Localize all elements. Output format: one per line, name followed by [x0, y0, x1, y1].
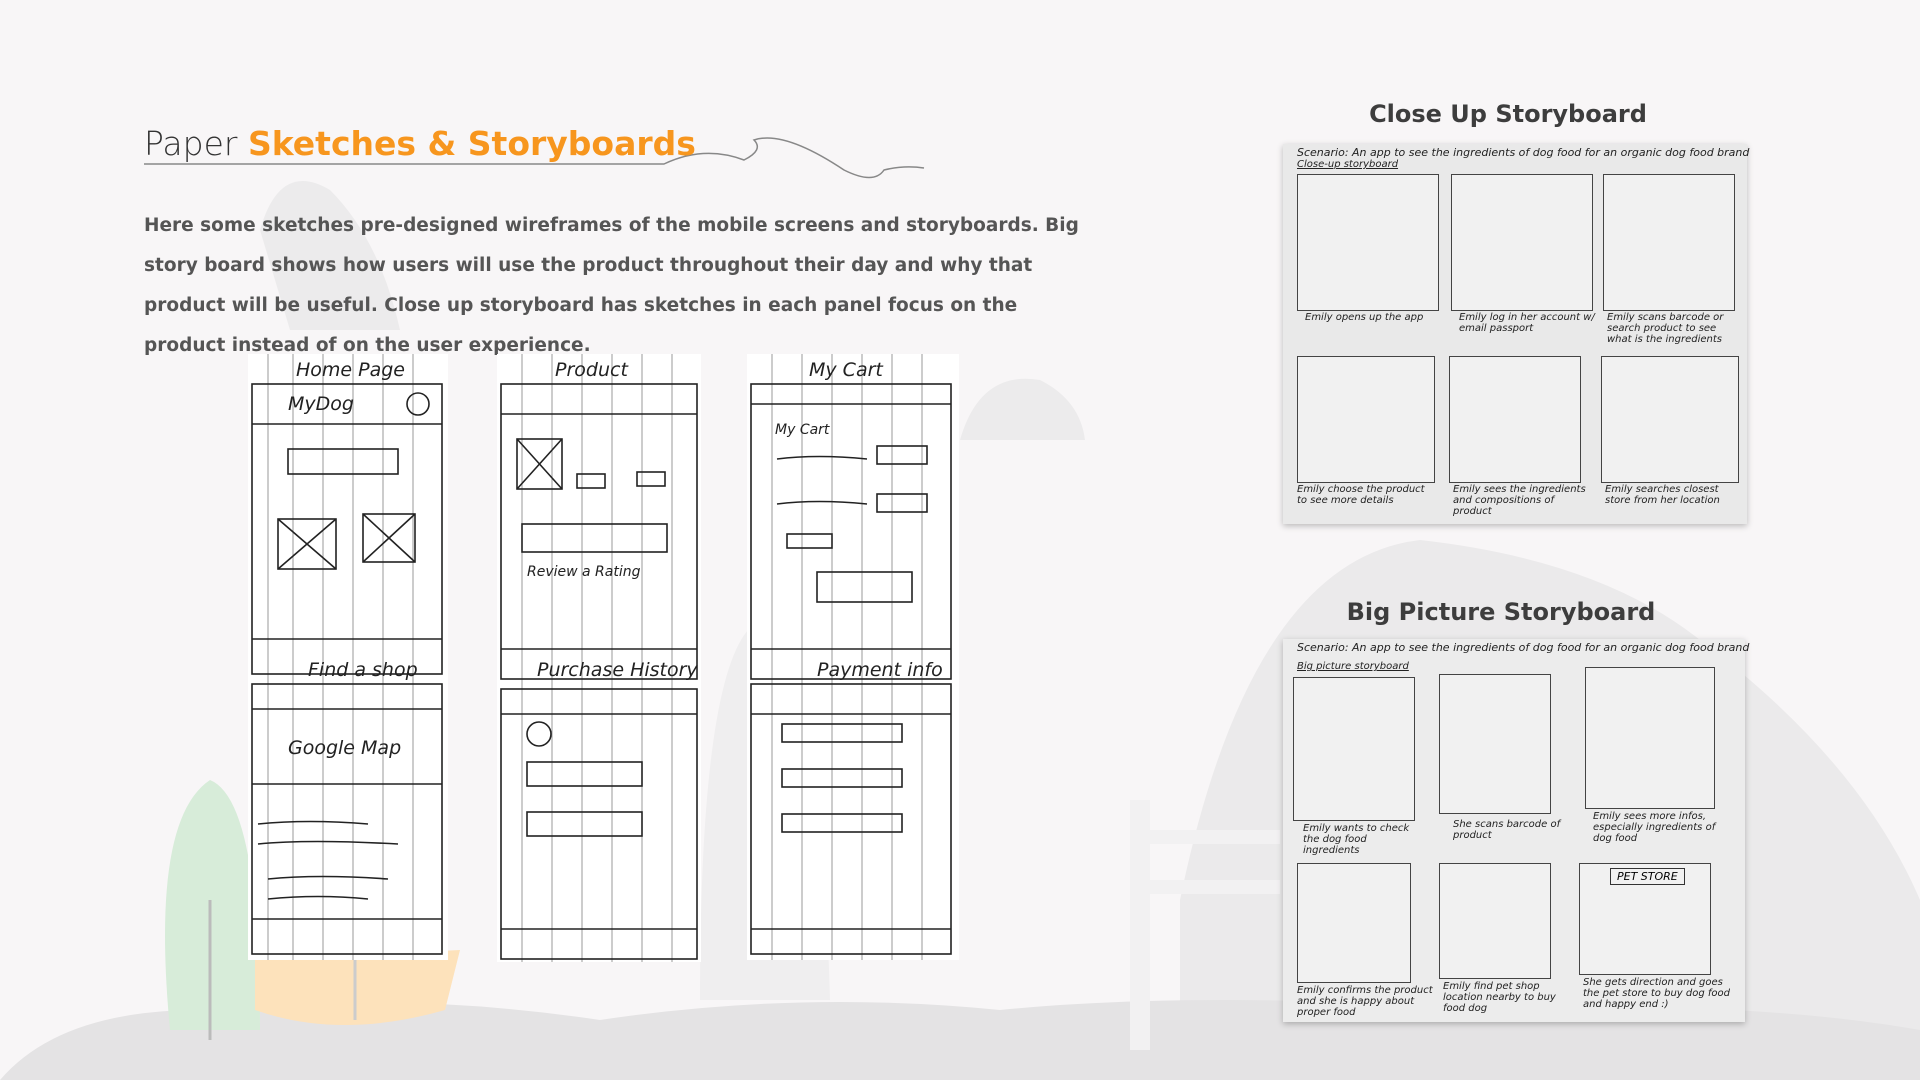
storyboard-panel	[1439, 863, 1551, 979]
sketch-my-cart: My Cart My Cart Payment info	[747, 354, 959, 960]
storyboard-panel	[1293, 677, 1415, 821]
scenario-text: Scenario: An app to see the ingredients …	[1297, 641, 1750, 654]
sketch-product: Product Review a Rating Purchase History	[497, 354, 701, 962]
storyboard-label: Close-up storyboard	[1297, 159, 1399, 170]
panel-caption: She gets direction and goes the pet stor…	[1583, 977, 1730, 1010]
storyboard-panel	[1601, 356, 1739, 483]
panel-caption: Emily find pet shop location nearby to b…	[1443, 981, 1556, 1014]
sketch-label: MyDog	[288, 393, 354, 415]
big-picture-storyboard-title: Big Picture Storyboard	[1346, 598, 1656, 626]
storyboard-panel	[1603, 174, 1735, 311]
sketch-label: My Cart	[809, 359, 884, 381]
storyboard-panel	[1451, 174, 1593, 311]
title-plain: Paper	[144, 124, 238, 163]
panel-caption: Emily confirms the product and she is ha…	[1297, 985, 1433, 1018]
page-title: Paper Sketches & Storyboards	[144, 124, 696, 163]
storyboard-panel	[1297, 356, 1435, 483]
panel-caption: Emily searches closest store from her lo…	[1605, 484, 1720, 506]
sketch-label: Purchase History	[537, 659, 698, 681]
storyboard-panel	[1585, 667, 1715, 809]
panel-caption: Emily opens up the app	[1305, 312, 1424, 323]
storyboard-label: Big picture storyboard	[1297, 661, 1409, 672]
sketch-label: My Cart	[775, 422, 830, 438]
sketch-label: Google Map	[288, 737, 401, 759]
panel-caption: Emily log in her account w/ email passpo…	[1459, 312, 1595, 334]
sketch-label: Review a Rating	[527, 564, 641, 580]
sketch-home-page: Home Page MyDog Find a shop Google Map	[248, 354, 448, 960]
intro-paragraph: Here some sketches pre-designed wirefram…	[144, 215, 1079, 356]
title-underline-squiggle	[144, 137, 925, 179]
panel-caption: Emily scans barcode or search product to…	[1607, 312, 1724, 345]
title-accent: Sketches & Storyboards	[247, 124, 696, 163]
sketch-label: Payment info	[817, 659, 943, 681]
sketch-label: Find a shop	[308, 659, 418, 681]
pet-store-sign: PET STORE	[1610, 868, 1685, 885]
sketch-label: Product	[555, 359, 629, 381]
panel-caption: Emily sees the ingredients and compositi…	[1453, 484, 1586, 517]
storyboard-panel	[1297, 863, 1411, 983]
panel-caption: Emily wants to check the dog food ingred…	[1303, 823, 1410, 856]
sketch-label: Home Page	[296, 359, 405, 381]
panel-caption: She scans barcode of product	[1453, 819, 1561, 841]
storyboard-panel	[1449, 356, 1581, 483]
storyboard-panel	[1297, 174, 1439, 311]
storyboard-panel: PET STORE	[1579, 863, 1711, 975]
close-up-storyboard-image: Scenario: An app to see the ingredients …	[1283, 144, 1750, 524]
panel-caption: Emily sees more infos, especially ingred…	[1593, 811, 1716, 844]
big-picture-storyboard-image: Scenario: An app to see the ingredients …	[1283, 639, 1749, 1022]
panel-caption: Emily choose the product to see more det…	[1297, 484, 1425, 506]
close-up-storyboard-title: Close Up Storyboard	[1369, 100, 1647, 128]
storyboard-panel	[1439, 674, 1551, 814]
scenario-text: Scenario: An app to see the ingredients …	[1297, 146, 1750, 159]
